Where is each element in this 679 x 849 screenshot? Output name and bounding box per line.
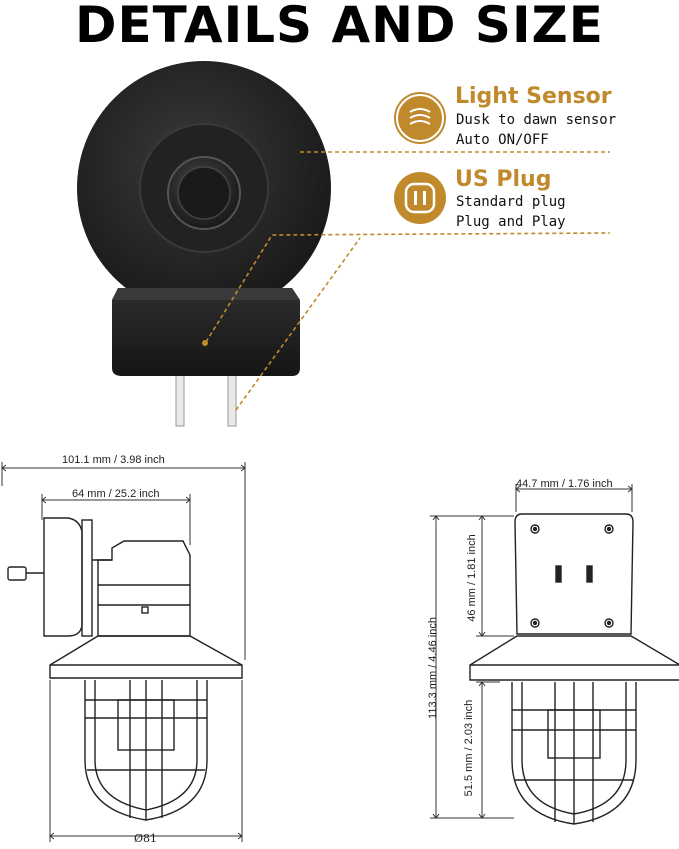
- light-sensor-title: Light Sensor: [455, 84, 612, 109]
- overall-depth-label: 101.1 mm / 3.98 inch: [62, 454, 165, 466]
- us-plug-icon: [394, 172, 446, 224]
- cage-height-label: 51.5 mm / 2.03 inch: [463, 699, 475, 797]
- us-plug-title: US Plug: [455, 167, 552, 192]
- page-title: DETAILS AND SIZE: [75, 0, 604, 54]
- plug-depth-label: 64 mm / 25.2 inch: [72, 488, 160, 500]
- us-plug-line-1: Standard plug: [456, 194, 566, 210]
- total-height-label: 113.3 mm / 4.46 inch: [427, 617, 439, 719]
- light-sensor-line-2: Auto ON/OFF: [456, 132, 549, 148]
- light-sensor-line-1: Dusk to dawn sensor: [456, 112, 617, 128]
- plate-height-label: 46 mm / 1.81 inch: [466, 534, 478, 622]
- base-diameter-label: Ø81: [134, 832, 158, 845]
- us-plug-line-2: Plug and Play: [456, 214, 566, 230]
- plate-width-label: 44.7 mm / 1.76 inch: [516, 478, 613, 490]
- light-sensor-icon: [394, 92, 446, 144]
